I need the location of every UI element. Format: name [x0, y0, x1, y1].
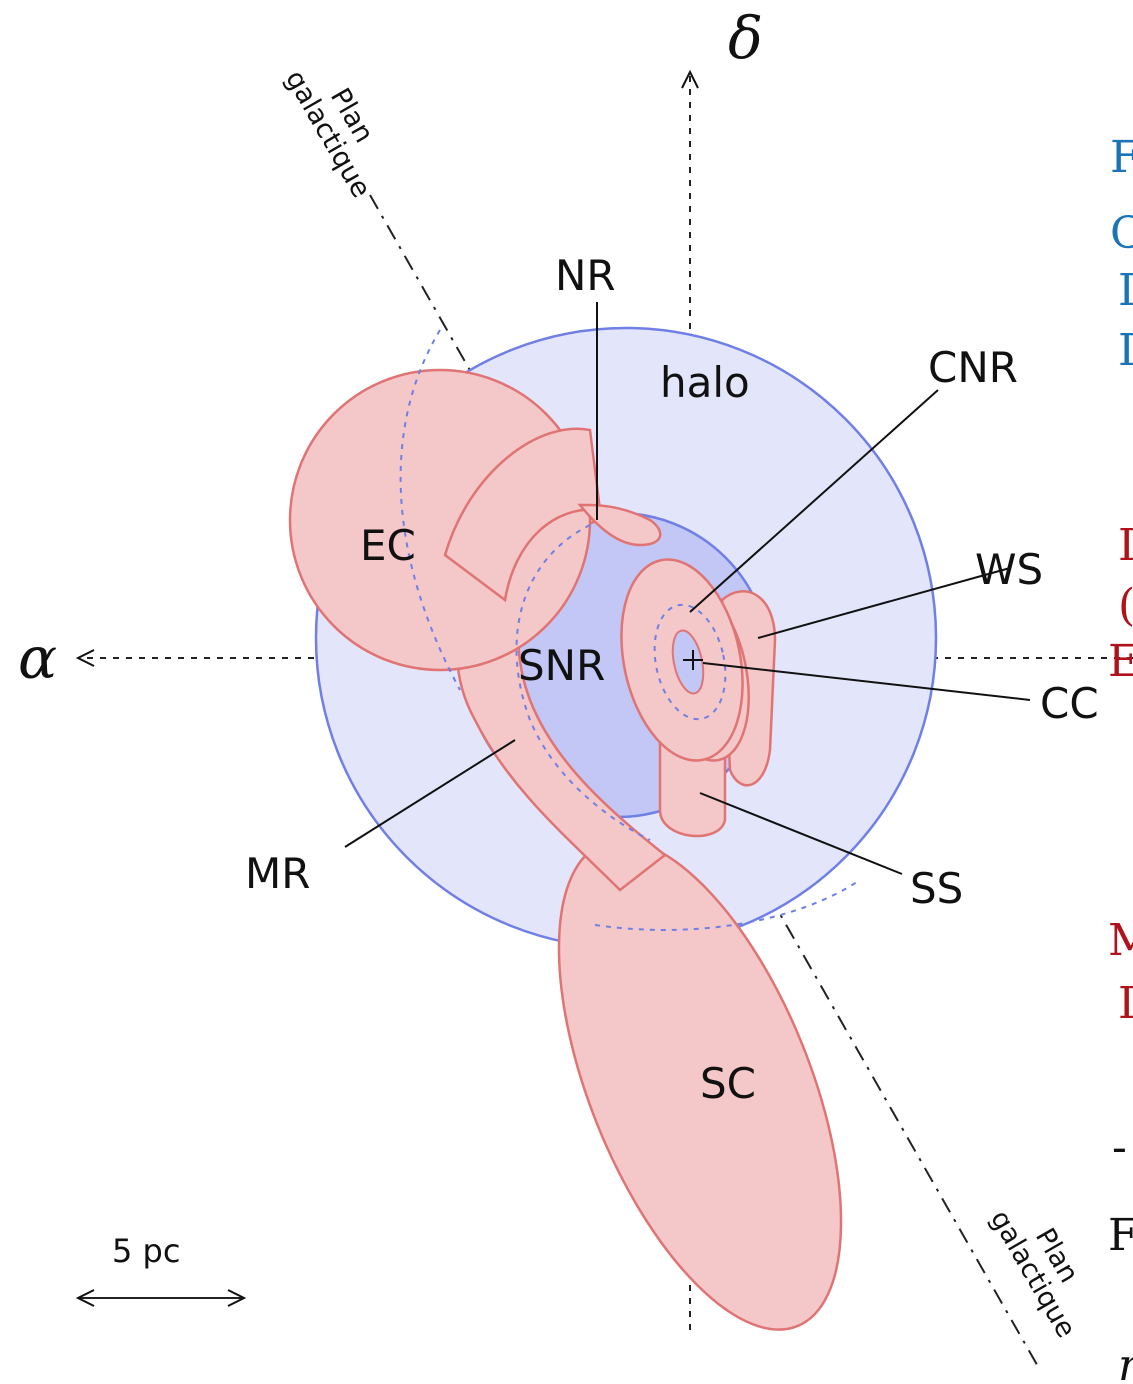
- clipped-line-8: M: [1108, 915, 1133, 966]
- nr-label: NR: [555, 251, 616, 300]
- ec-label: EC: [360, 521, 416, 570]
- clipped-side-text: F C I I I ( E M I - F r: [1108, 132, 1133, 1384]
- clipped-line-2: C: [1110, 208, 1133, 259]
- clipped-line-9: I: [1118, 978, 1133, 1029]
- ec-front-band: [443, 427, 602, 603]
- sc-label: SC: [700, 1059, 756, 1108]
- cc-label: CC: [1040, 679, 1099, 728]
- clipped-line-4: I: [1118, 325, 1133, 376]
- nr-ridge: [577, 503, 662, 547]
- ss-label: SS: [910, 864, 963, 913]
- clipped-line-5: I: [1118, 520, 1133, 571]
- scale-bar-label: 5 pc: [112, 1232, 180, 1270]
- clipped-line-7: E: [1108, 636, 1133, 687]
- cnr-label: CNR: [928, 343, 1018, 392]
- delta-symbol: δ: [728, 4, 763, 72]
- clipped-line-12: r: [1118, 1340, 1133, 1384]
- cnr-callout-line: [689, 389, 939, 613]
- cc-callout-line: [702, 662, 1031, 701]
- clipped-line-10: -: [1112, 1122, 1127, 1173]
- mr-hidden-outline: [515, 524, 651, 841]
- clipped-line-6: (: [1118, 580, 1133, 631]
- snr-label: SNR: [518, 641, 605, 690]
- alpha-symbol: α: [18, 624, 57, 692]
- halo-label: halo: [660, 358, 750, 407]
- cnr-dashed-ring: [653, 603, 727, 721]
- galactic-plane-label-top: Plan galactique: [279, 65, 380, 203]
- mr-label: MR: [245, 849, 310, 898]
- clipped-line-11: F: [1108, 1210, 1133, 1261]
- ws-callout-line: [757, 567, 1011, 639]
- ws-label: WS: [975, 545, 1043, 594]
- clipped-line-1: F: [1110, 132, 1133, 183]
- ec-hidden-outline: [399, 329, 461, 691]
- clipped-line-3: I: [1118, 265, 1133, 316]
- ec-cloud: [288, 368, 592, 672]
- mr-callout-line: [344, 739, 516, 848]
- cc-marker: [683, 650, 703, 670]
- galactic-plane-label-bottom: Plan galactique: [984, 1205, 1085, 1343]
- halo-hidden-outline: [594, 879, 861, 931]
- ss-callout-line: [699, 792, 903, 875]
